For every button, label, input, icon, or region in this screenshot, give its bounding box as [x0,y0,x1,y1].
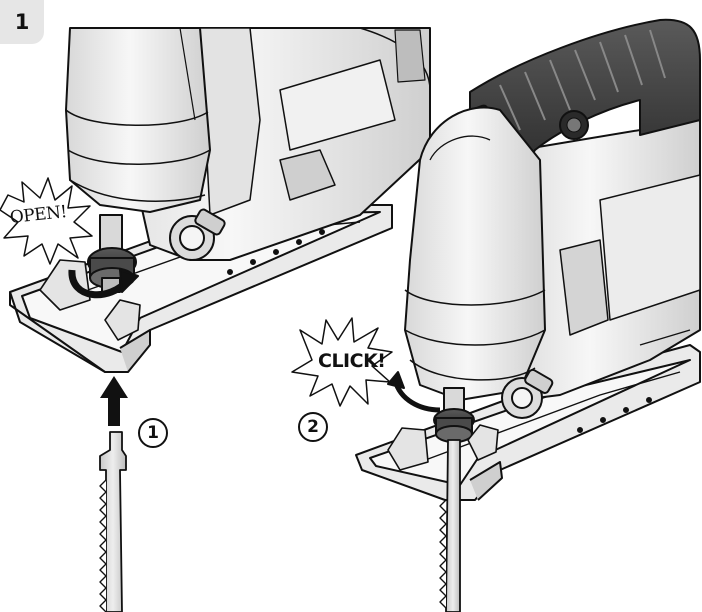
left-blade-guide [39,259,91,311]
step-number-badge: 1 [0,0,44,44]
right-blade-guide [387,427,429,471]
left-jigsaw [9,27,431,373]
left-front-nose [65,27,211,213]
step-marker-1: 1 [138,418,168,448]
left-blade-guide [104,299,141,341]
rotate-arrow-icon [119,269,139,293]
right-blade-guide [467,424,499,461]
right-orbital-knob [501,368,554,419]
right-front-nose [404,106,546,401]
step-marker-2: 2 [298,412,328,442]
rotate-arrow-icon [387,371,405,389]
left-orbital-knob [169,208,226,261]
jigsaw-blade-icon [99,431,127,612]
jigsaw-blade-icon [439,439,461,612]
right-motor-housing [499,119,701,401]
right-blade-clamp [433,387,475,443]
click-callout-label: CLICK! [318,350,386,372]
starburst-icon [291,317,393,407]
starburst-icon [0,177,93,265]
right-jigsaw [355,18,701,501]
arrow-up-icon [100,376,128,426]
